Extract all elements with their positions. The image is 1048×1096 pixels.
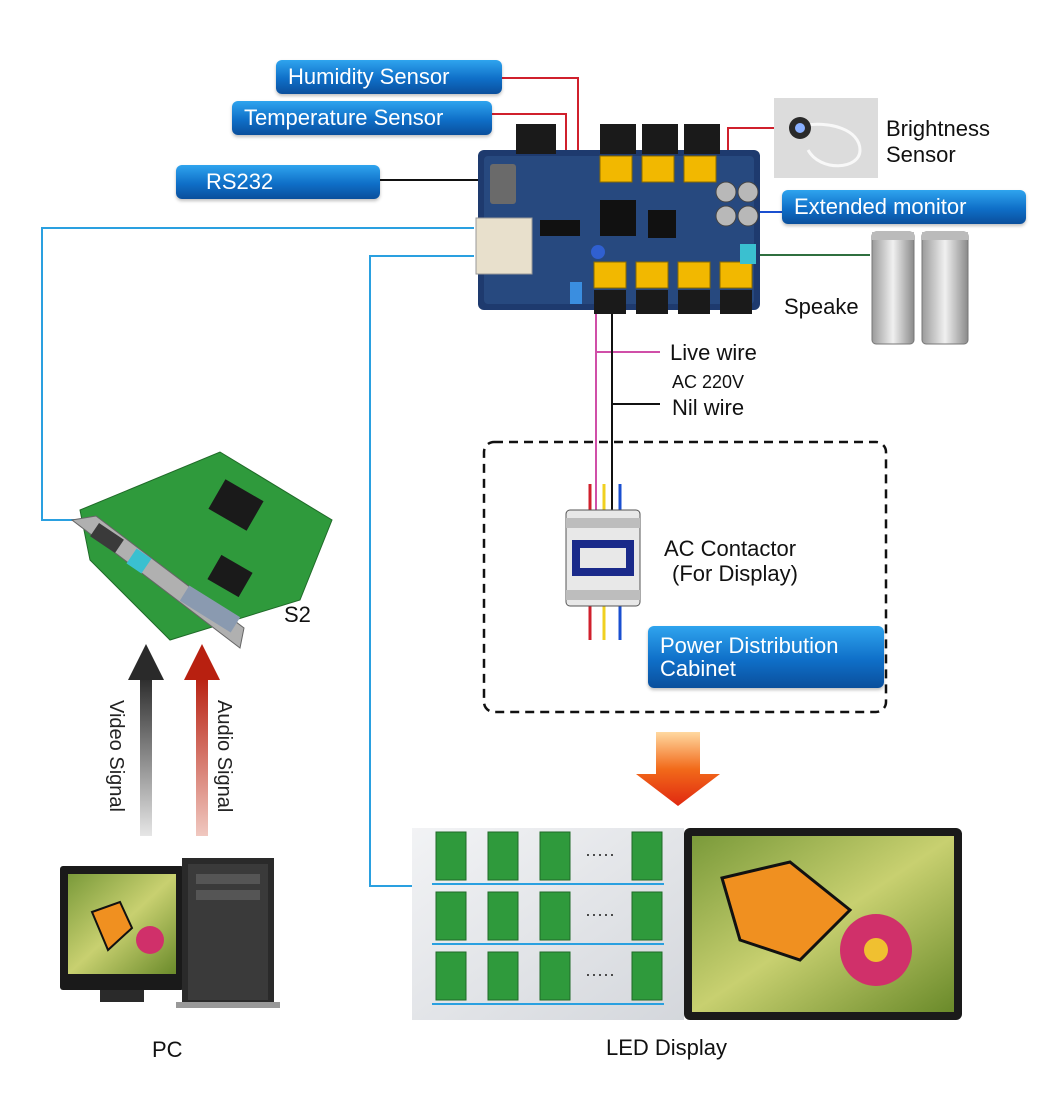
led-display-image: ····· ····· ····· [412,828,962,1020]
receiving-card-ellipsis: ····· [585,844,615,864]
brightness-sensor-label-line1: Brightness [886,116,990,141]
cabinet-label-line2: Cabinet [660,656,736,681]
receiving-card [631,831,663,881]
receiving-card [435,831,467,881]
ac-contactor-label-line2: (For Display) [672,561,798,586]
nil-wire-label: Nil wire [672,395,745,420]
pc-label: PC [152,1037,183,1062]
speaker-label: Speake [784,294,859,319]
extended-monitor-label: Extended monitor [782,190,1026,224]
pc-image [60,858,280,1008]
db9-port [490,164,516,204]
live-wire-line [595,310,660,353]
receiving-card-ellipsis: ····· [585,964,615,984]
video-signal-label: Video Signal [105,700,127,812]
receiving-card [631,951,663,1001]
receiving-card [631,891,663,941]
power-distribution-cabinet [482,440,888,714]
rs232-label: RS232 [176,165,380,199]
s2-network-line [41,227,474,521]
multifunction-card [475,124,760,314]
receiving-card [539,831,571,881]
ac-voltage-label: AC 220V [672,372,745,392]
audio-signal-label: Audio Signal [213,700,235,813]
speaker-image [871,231,969,345]
s2-label: S2 [284,602,311,627]
live-wire-label: Live wire [670,340,757,365]
ac-contactor-label-line1: AC Contactor [664,536,797,561]
receiving-card [435,951,467,1001]
receiving-card [487,951,519,1001]
s2-sending-card-image [70,451,333,649]
temperature-sensor-label: Temperature Sensor [232,101,492,135]
audio-signal-arrow [196,676,208,836]
power-distribution-cabinet-label: Power Distribution Cabinet [648,626,884,688]
humidity-sensor-label: Humidity Sensor [276,60,502,94]
receiving-cards: ····· ····· ····· [432,831,664,1005]
receiving-card [487,891,519,941]
receiving-card [487,831,519,881]
cabinet-label-line1: Power Distribution [660,633,839,658]
receiving-card [435,891,467,941]
brightness-sensor-label-line2: Sensor [886,142,956,167]
brightness-sensor-image [774,98,878,178]
receiving-card [539,951,571,1001]
connection-lines [41,77,870,887]
receiving-card [539,891,571,941]
receiving-card-ellipsis: ····· [585,904,615,924]
led-display-label: LED Display [606,1035,728,1060]
signal-arrows [128,644,220,836]
video-signal-arrow [140,676,152,836]
led-network-line [369,255,474,887]
down-arrow [636,732,720,806]
ac-contactor-image [565,484,641,640]
